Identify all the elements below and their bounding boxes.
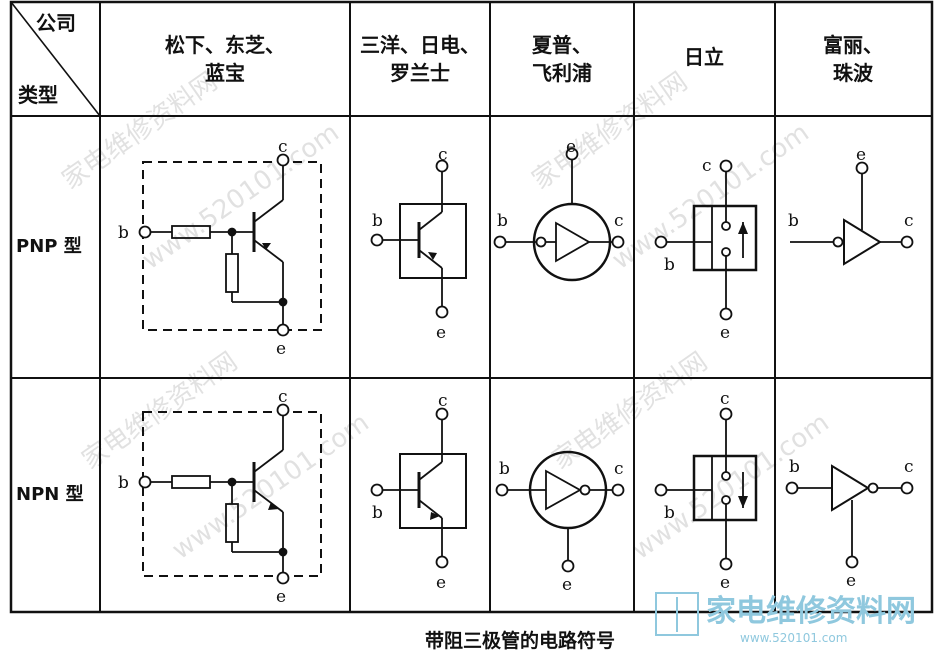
corner-diagonal [10,1,101,117]
column-header-line1: 日立 [684,45,724,69]
terminal-c: c [278,137,288,157]
terminal-e: e [720,323,730,343]
table-grid [9,0,934,614]
logo-url: www.520101.com [740,631,847,645]
watermark-url: www.520101.com [167,408,375,566]
terminal-c: c [438,145,448,165]
terminal-c: c [720,389,730,409]
terminal-c: c [904,457,914,477]
terminal-b: b [664,255,675,275]
terminal-e: e [436,573,446,593]
terminal-c: c [904,211,914,231]
terminal-c: c [614,459,624,479]
terminal-b: b [118,473,129,493]
row-label-pnp: PNP 型 [16,235,82,257]
column-header-line1: 三洋、日电、 [360,33,480,57]
watermark-text: 家电维修资料网 [547,347,713,476]
terminal-e: e [846,571,856,591]
column-header-line2: 蓝宝 [205,61,245,85]
watermark-text: 家电维修资料网 [57,67,223,196]
table-header: 公司 类型 松下、东芝、 蓝宝 三洋、日电、 罗兰士 夏普、 飞利浦 日立 富丽… [18,11,883,107]
corner-company-label: 公司 [36,11,76,35]
terminal-e: e [856,145,866,165]
terminal-b: b [118,223,129,243]
symbol-pnp-fuji [790,161,914,266]
terminal-e: e [276,339,286,359]
terminal-b: b [497,211,508,231]
symbol-pnp-hitachi [654,159,758,321]
corner-type-label: 类型 [18,83,58,107]
terminal-e: e [566,137,576,157]
terminal-b: b [789,457,800,477]
figure-caption: 带阻三极管的电路符号 [425,629,615,652]
terminal-b: b [372,211,383,231]
column-header-line2: 罗兰士 [390,61,450,85]
symbol-npn-sanyo [370,407,467,569]
terminal-e: e [720,573,730,593]
terminal-e: e [562,575,572,595]
logo-book-icon [655,592,699,636]
watermark-text: 家电维修资料网 [527,67,693,196]
watermark-url: www.520101.com [137,118,345,276]
symbol-npn-hitachi [654,407,758,571]
logo-name: 家电维修资料网 [706,594,916,629]
symbol-pnp-matsushita [138,153,322,337]
terminal-b: b [664,503,675,523]
symbol-pnp-sharp [493,147,625,282]
column-header-line1: 松下、东芝、 [165,33,285,57]
site-logo: 家电维修资料网 www.520101.com [655,592,916,645]
watermark-url: www.520101.com [607,118,815,276]
column-header-line2: 珠波 [833,61,874,85]
column-header-line1: 夏普、 [532,33,592,57]
symbol-npn-matsushita [138,403,322,585]
terminal-c: c [438,391,448,411]
terminal-e: e [436,323,446,343]
symbol-npn-sharp [495,450,625,573]
terminal-c: c [702,156,712,176]
symbol-npn-fuji [785,464,914,569]
terminal-b: b [372,503,383,523]
terminal-c: c [278,387,288,407]
symbol-pnp-sanyo [370,159,467,319]
column-header-line2: 飞利浦 [532,61,592,85]
terminal-c: c [614,211,624,231]
terminal-e: e [276,587,286,607]
column-header-line1: 富丽、 [823,33,883,57]
terminal-b: b [499,459,510,479]
row-label-npn: NPN 型 [16,483,84,505]
terminal-b: b [788,211,799,231]
